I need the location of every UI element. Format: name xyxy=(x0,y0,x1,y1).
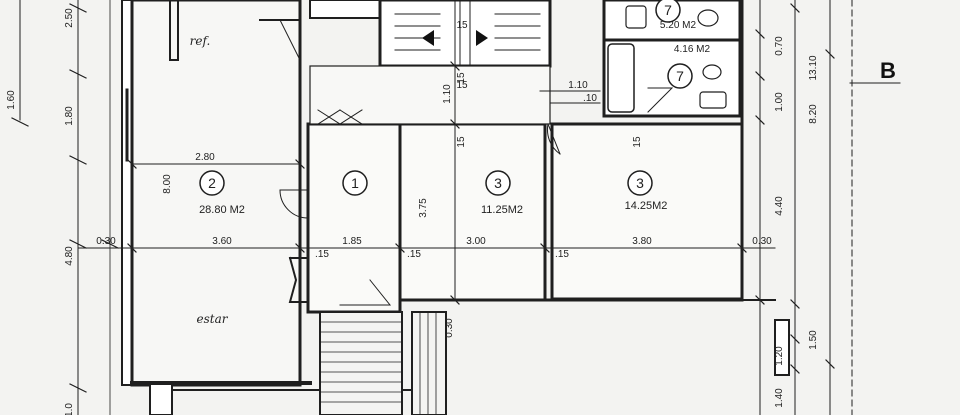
washbasin-bottom xyxy=(699,91,727,109)
door-swing-bath xyxy=(647,87,674,113)
front-steps-treads xyxy=(319,321,403,403)
room-2-number: 2 xyxy=(208,175,216,191)
dim-center-1: 15 xyxy=(456,72,467,84)
dim-right-outer-3: 1.40 xyxy=(774,388,785,408)
room-3-middle-area: 11.25M2 xyxy=(481,204,523,216)
dim-h-8: 3.80 xyxy=(632,236,652,247)
room-3-circle-middle xyxy=(485,170,511,196)
dim-right-inner-0: 0.70 xyxy=(774,36,785,56)
dim-center-3: 3.75 xyxy=(418,198,429,218)
side-steps xyxy=(411,311,447,415)
bathtub xyxy=(607,43,635,113)
dim-h-1: 0.30 xyxy=(96,236,116,247)
toilet-top xyxy=(697,9,719,27)
dim-ticks-right xyxy=(755,3,835,374)
dim-left-outer-2: 1.80 xyxy=(64,106,75,126)
closet-a xyxy=(309,0,381,19)
room-7-circle-bottom xyxy=(667,63,693,89)
room-1-circle xyxy=(342,170,368,196)
kitchen-wall xyxy=(169,0,179,61)
room-1 xyxy=(306,122,402,314)
dim-right-inner-3: 4.40 xyxy=(774,196,785,216)
toilet-bottom xyxy=(702,64,722,80)
dim-center-2: 15 xyxy=(456,136,467,148)
room-2-circle xyxy=(199,170,225,196)
room-1-number: 1 xyxy=(351,175,359,191)
dim-h-10: 1.10 xyxy=(568,80,588,91)
dim-h-12: 15 xyxy=(456,80,468,91)
dim-h-7: .15 xyxy=(555,249,569,260)
dim-center-5: 0.30 xyxy=(444,318,455,338)
dim-ticks-horizontal xyxy=(127,159,747,253)
dim-right-outer-2: 1.20 xyxy=(774,346,785,366)
room-3-number-right: 3 xyxy=(636,175,644,191)
door-swing-room-3 xyxy=(547,123,561,155)
section-mark-b: B xyxy=(880,58,896,83)
dim-center-4: 15 xyxy=(632,136,643,148)
door-arc-room-3 xyxy=(547,123,561,155)
room-3-right-area: 14.25M2 xyxy=(625,200,668,212)
dim-h-3: 1.85 xyxy=(342,236,362,247)
stair-treads xyxy=(394,0,541,67)
side-steps-treads xyxy=(419,311,437,415)
dim-h-13: 15 xyxy=(456,20,468,31)
dim-left-inner-0: 8.00 xyxy=(162,174,173,194)
dim-left-outer-4: 1.0 xyxy=(64,403,75,415)
dim-left-outer-3: 4.80 xyxy=(64,246,75,266)
dim-left-outer-1: 1.60 xyxy=(6,90,17,110)
room-7-circle-top xyxy=(655,0,681,23)
room-7-top-area: 5.20 M2 xyxy=(660,20,697,31)
dim-h-5: .15 xyxy=(407,249,421,260)
stair-arrow-right xyxy=(476,30,488,46)
dim-h-4: .15 xyxy=(315,249,329,260)
room-3-right xyxy=(550,122,744,301)
dim-h-9: 0.30 xyxy=(752,236,772,247)
washbasin-top xyxy=(625,5,647,29)
room-3-circle-right xyxy=(627,170,653,196)
dim-h-2: 3.60 xyxy=(212,236,232,247)
room-7-number-top: 7 xyxy=(664,2,672,18)
door-arc-room-1 xyxy=(279,189,309,219)
room-7-bottom-area: 4.16 M2 xyxy=(674,44,711,55)
column-bottom-left xyxy=(149,383,173,415)
room-estar-label: estar xyxy=(197,312,229,326)
ref-label: ref. xyxy=(190,34,211,48)
room-3-number-middle: 3 xyxy=(494,175,502,191)
column-bottom-right xyxy=(774,319,790,376)
dim-center-0: 1.10 xyxy=(442,84,453,104)
closet-hatch xyxy=(317,109,363,125)
stair-arrow-left xyxy=(422,30,434,46)
dim-right-outer-0: 13.10 xyxy=(808,55,819,80)
dim-right-inner-1: 1.00 xyxy=(774,92,785,112)
fireplace xyxy=(288,256,309,303)
door-swing-room-1 xyxy=(279,189,309,219)
room-2-area: 28.80 M2 xyxy=(199,204,245,216)
dim-ticks-left xyxy=(11,3,119,393)
corridor xyxy=(309,65,551,125)
dim-left-outer-0: 2.50 xyxy=(64,8,75,28)
dim-right-outer-1: 1.50 xyxy=(808,330,819,350)
dim-right-inner-2: 8.20 xyxy=(808,104,819,124)
dim-h-0: 2.80 xyxy=(195,152,215,163)
dim-h-6: 3.00 xyxy=(466,236,486,247)
room-7-number-bottom: 7 xyxy=(676,68,684,84)
dim-h-11: .10 xyxy=(583,93,597,104)
stair-block xyxy=(378,0,552,68)
front-steps xyxy=(319,311,403,415)
door-swing-hall xyxy=(339,279,392,306)
